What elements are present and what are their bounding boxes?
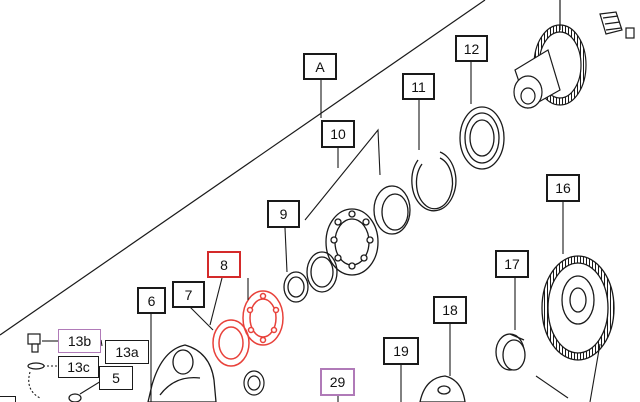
shaft-gear-part[interactable] [513, 0, 587, 109]
callout-9[interactable]: 9 [267, 200, 300, 228]
gear-16-part[interactable] [541, 255, 615, 361]
ring-7-part-highlighted[interactable] [212, 319, 250, 367]
callout-6[interactable]: 6 [137, 287, 166, 314]
callout-A[interactable]: A [303, 53, 337, 80]
spacer-10-part[interactable] [373, 185, 411, 235]
callout-8[interactable]: 8 [207, 251, 241, 278]
callout-12[interactable]: 12 [455, 35, 488, 62]
snap-ring-11-part[interactable] [411, 151, 457, 212]
hub-18-part[interactable] [419, 375, 466, 402]
small-washer-part[interactable] [243, 370, 265, 396]
callout-11[interactable]: 11 [402, 73, 435, 100]
callout-16[interactable]: 16 [546, 174, 580, 202]
callout-7[interactable]: 7 [172, 281, 205, 308]
callout-5[interactable]: 5 [99, 366, 133, 390]
callout-13a[interactable]: 13a [105, 340, 149, 364]
ball-bearing-part[interactable] [325, 208, 379, 276]
bolt-part[interactable] [599, 11, 635, 39]
washer-part[interactable] [306, 251, 338, 293]
callout-10[interactable]: 10 [321, 120, 355, 148]
screw-5-part[interactable] [68, 393, 82, 402]
housing-outline [0, 0, 486, 336]
callout-18[interactable]: 18 [433, 296, 467, 324]
callout-19[interactable]: 19 [383, 337, 419, 365]
callout-13c[interactable]: 13c [58, 356, 99, 378]
leader-lines [28, 62, 601, 402]
callout-29[interactable]: 29 [320, 368, 355, 396]
washer-9-part[interactable] [283, 271, 309, 303]
bushing-17-part[interactable] [495, 333, 526, 371]
bearing-8-part-highlighted[interactable] [242, 290, 284, 346]
callout-13b[interactable]: 13b [58, 329, 101, 353]
callout-17[interactable]: 17 [495, 250, 529, 278]
callout-partial-left [0, 396, 16, 402]
seal-ring-12-part[interactable] [459, 106, 505, 170]
o-ring-13c-part[interactable] [27, 362, 45, 370]
housing-6-part[interactable] [147, 344, 217, 402]
small-fitting-13b-part[interactable] [27, 333, 41, 353]
